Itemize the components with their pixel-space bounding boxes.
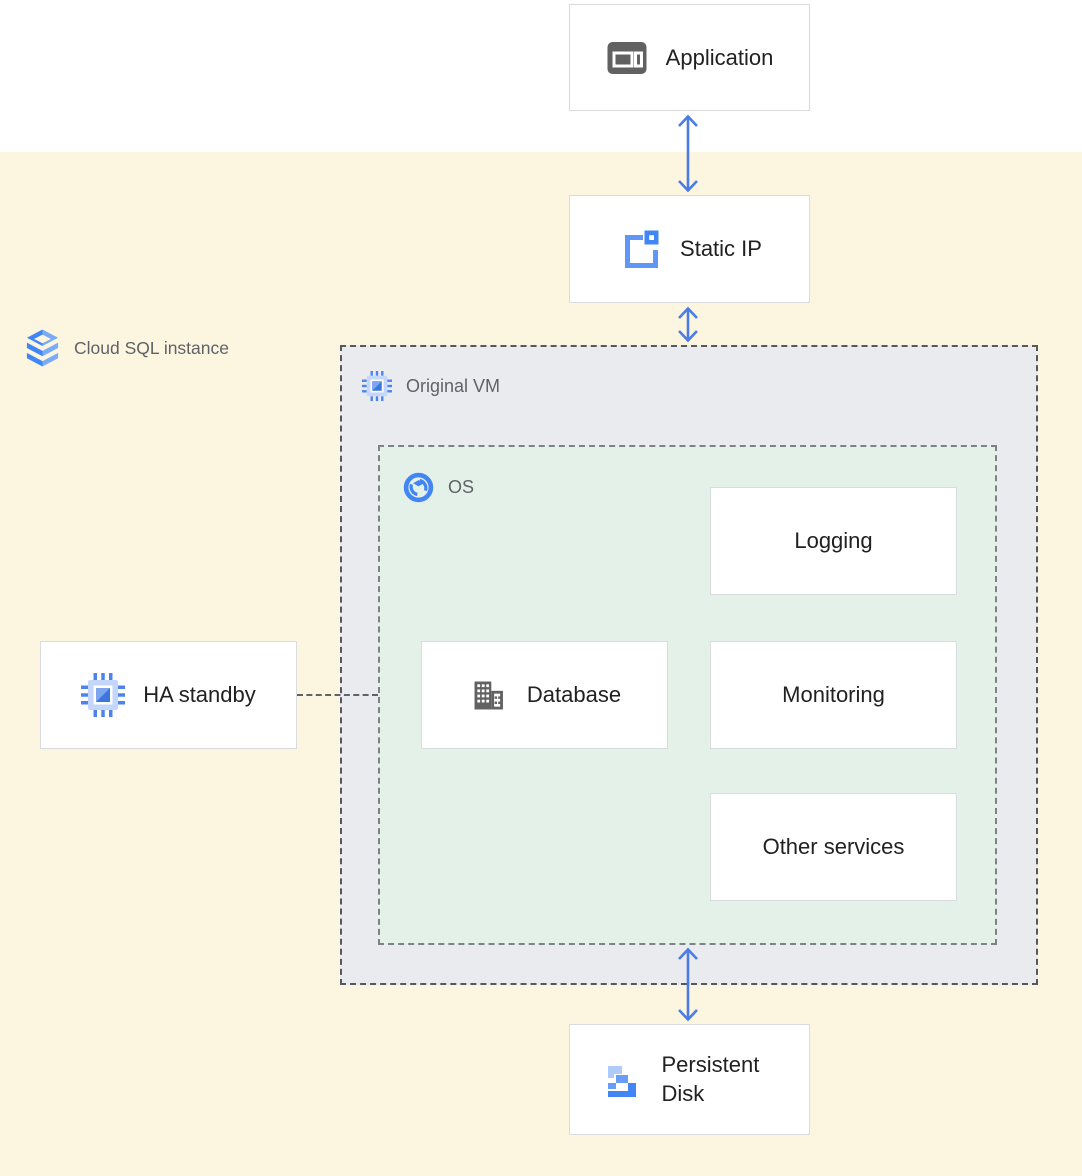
node-label: Static IP (680, 236, 762, 261)
os-icon (403, 472, 434, 503)
node-label: Logging (794, 528, 873, 553)
cloud-sql-icon (26, 329, 59, 367)
node-label: Application (665, 44, 774, 70)
node-monitoring: Monitoring (710, 641, 957, 749)
node-label: Persistent Disk (661, 1052, 760, 1106)
arrow-application-staticip (678, 114, 698, 193)
datacenter-icon (474, 681, 503, 709)
arrow-staticip-vm (678, 306, 698, 343)
node-label: Database (526, 682, 622, 707)
compute-engine-icon (81, 673, 126, 717)
node-other-services: Other services (710, 793, 957, 901)
app-window-icon (607, 41, 647, 74)
os-title: OS (448, 477, 475, 497)
node-static-ip: Static IP (569, 195, 810, 303)
original-vm-title: Original VM (406, 375, 501, 396)
node-label: HA standby (143, 682, 256, 707)
node-application: Application (569, 4, 810, 111)
node-ha-standby: HA standby (40, 641, 297, 749)
ha-standby-connector-line (297, 694, 378, 696)
os-label: OS (403, 472, 474, 503)
node-persistent-disk: Persistent Disk (569, 1024, 810, 1135)
node-logging: Logging (710, 487, 957, 595)
compute-engine-icon (362, 371, 392, 401)
node-database: Database (421, 641, 668, 749)
node-label: Other services (762, 834, 905, 859)
original-vm-label: Original VM (362, 371, 500, 401)
node-label: Monitoring (782, 682, 885, 707)
cloud-sql-zone-label: Cloud SQL instance (24, 328, 229, 368)
persistent-disk-icon (607, 1065, 636, 1097)
external-ip-icon (625, 230, 659, 268)
arrow-os-persistentdisk (678, 947, 698, 1022)
cloud-sql-zone-title: Cloud SQL instance (74, 337, 229, 358)
